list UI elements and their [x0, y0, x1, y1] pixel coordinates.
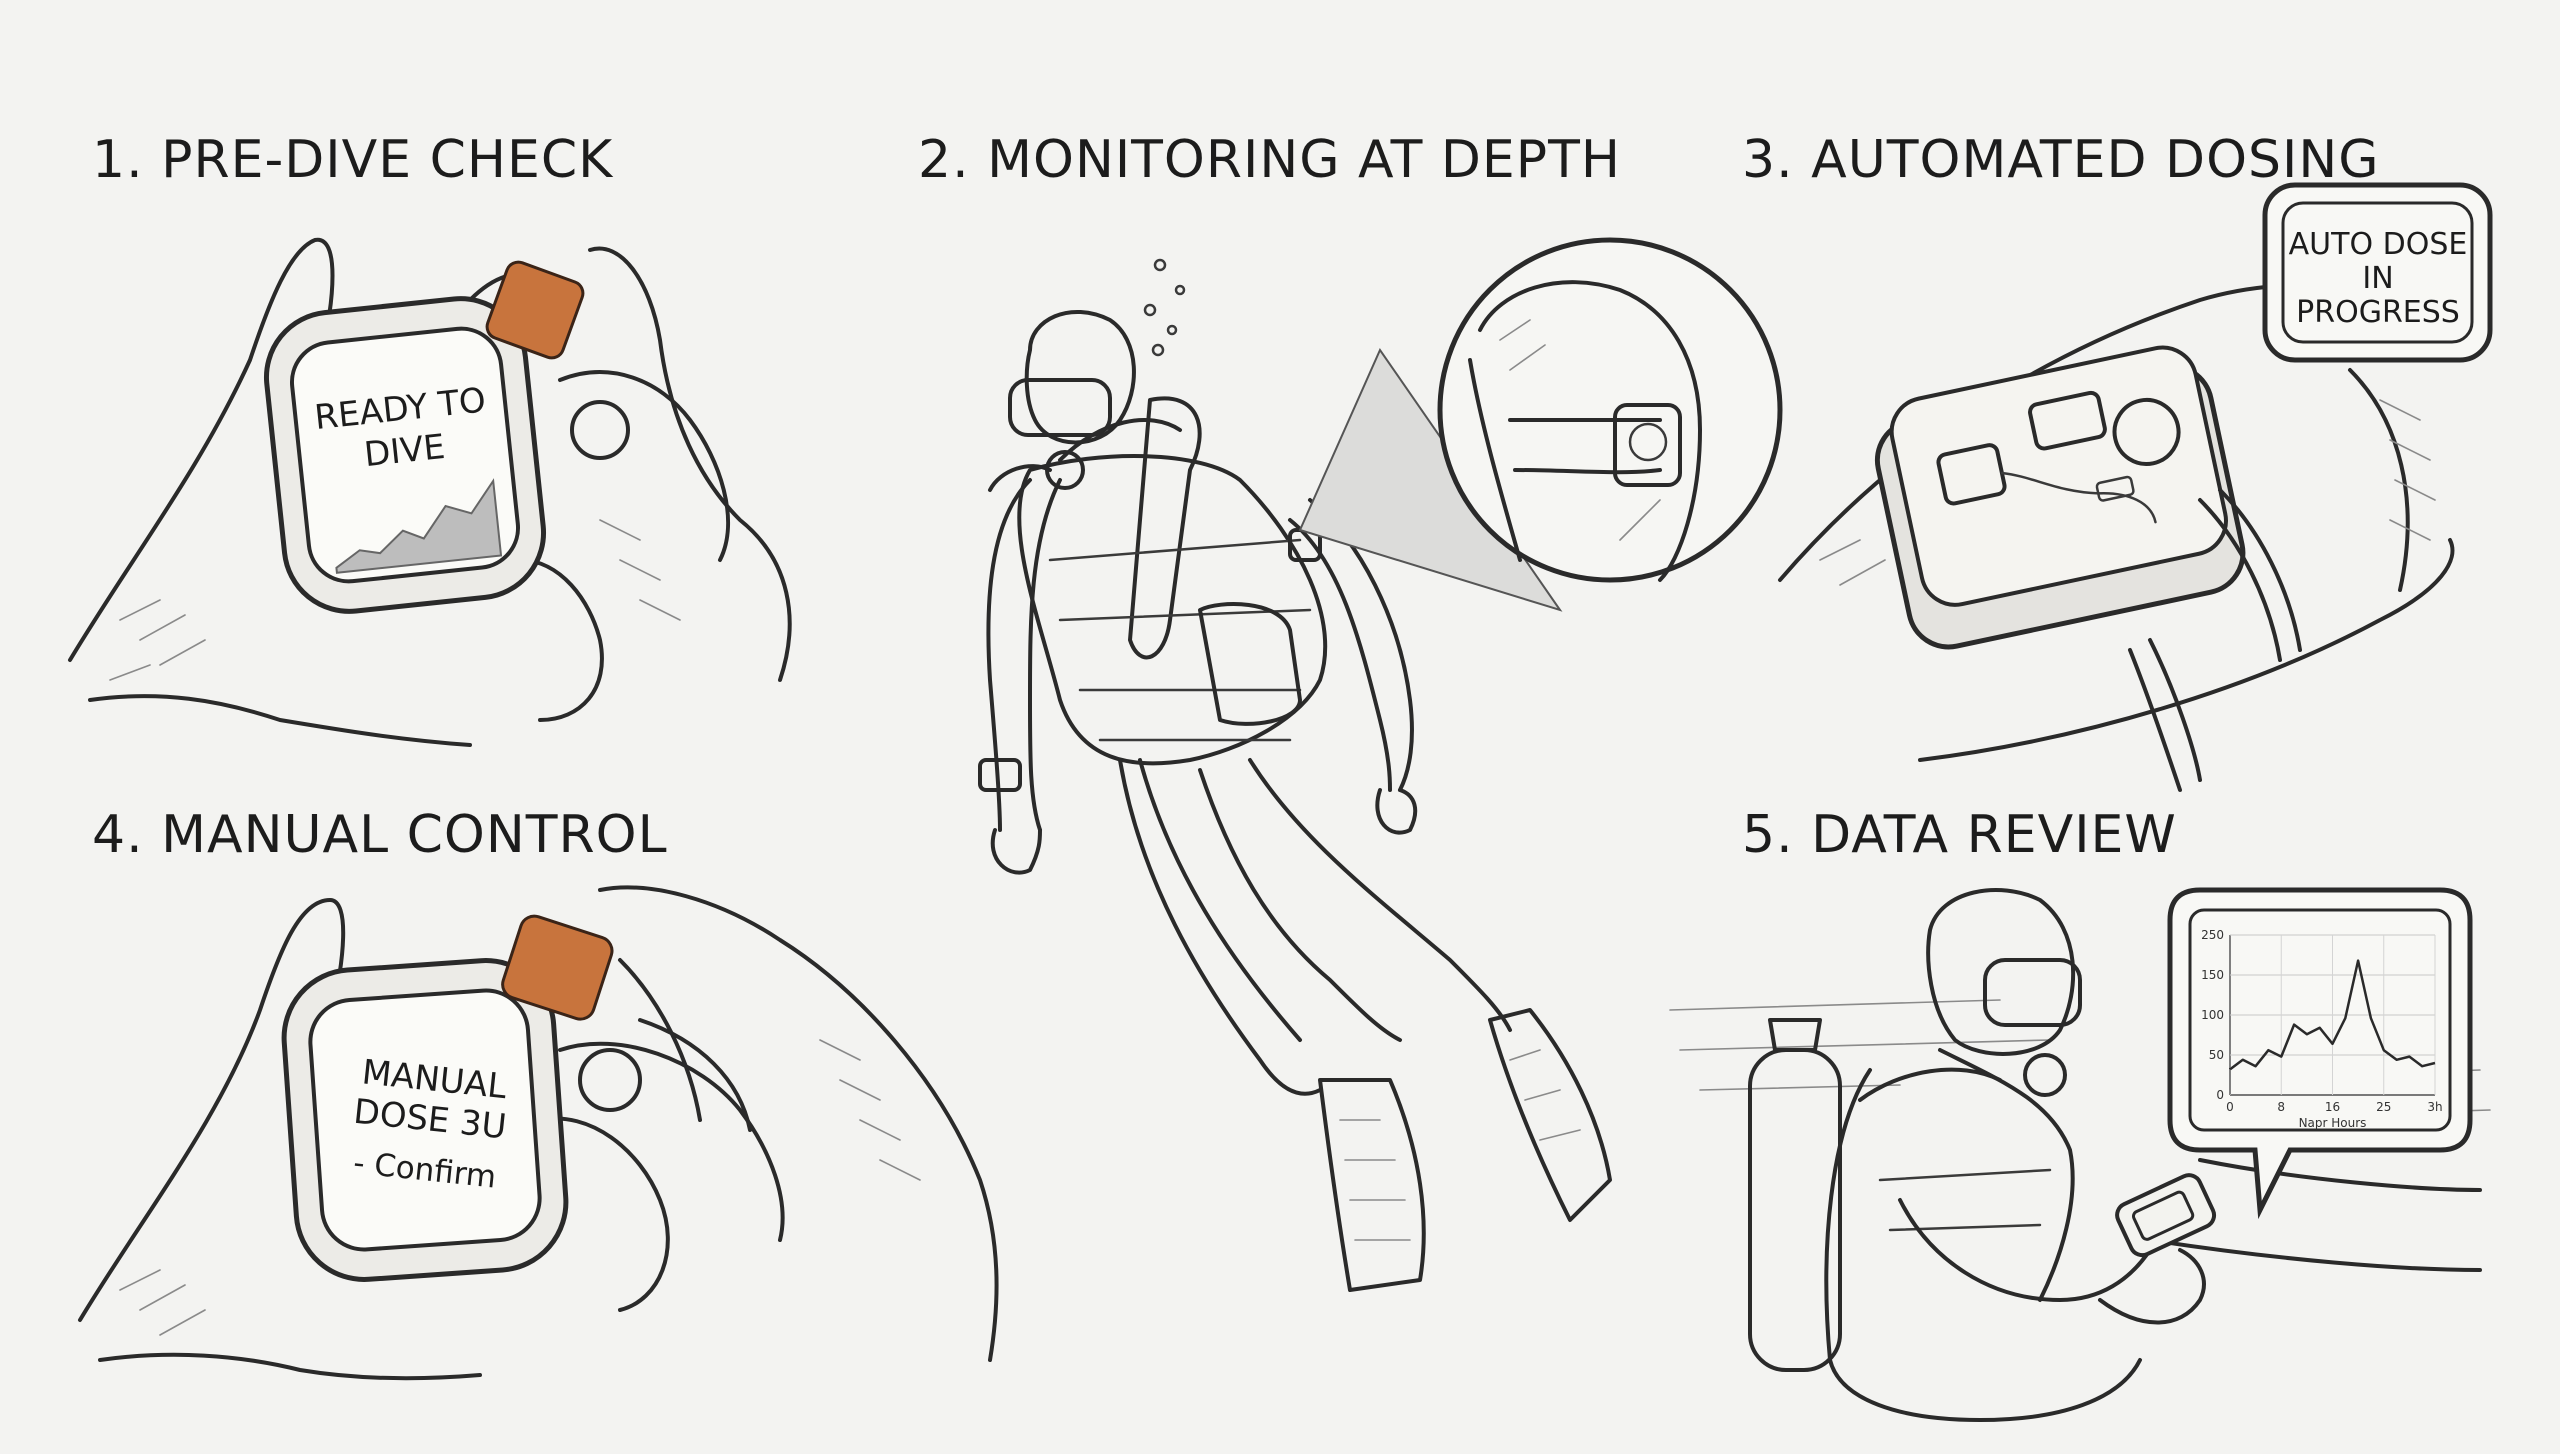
panel-title-manual-control: 4. MANUAL CONTROL — [92, 805, 668, 865]
watch-screen-manual — [308, 988, 542, 1252]
insulin-pump-device — [1874, 345, 2246, 650]
chart-x-tick-label: 0 — [2226, 1100, 2234, 1114]
side-button-manual-icon — [578, 1048, 642, 1112]
wrist-computer-icon — [978, 758, 1022, 792]
panel-manual-control-illustration: MANUAL DOSE 3U - Confirm — [78, 885, 999, 1381]
chart-x-tick-label: 8 — [2277, 1100, 2285, 1114]
auto-dose-line-3: PROGRESS — [2296, 295, 2460, 330]
diver-mask-icon — [1983, 958, 2082, 1027]
auto-dose-line-2: IN — [2362, 261, 2393, 296]
fin-left-icon — [1318, 1078, 1426, 1292]
panel-title-monitoring-at-depth: 2. MONITORING AT DEPTH — [918, 130, 1622, 190]
handheld-reader-icon — [2115, 1173, 2217, 1258]
arm-closeup — [1468, 280, 1702, 582]
panel-monitoring-illustration — [978, 237, 1783, 1292]
chart-series-line — [2229, 959, 2436, 1071]
chart-x-axis-label: Napr Hours — [2299, 1116, 2367, 1130]
panel-title-pre-dive-check: 1. PRE-DIVE CHECK — [92, 130, 614, 190]
panel-title-data-review: 5. DATA REVIEW — [1742, 805, 2177, 865]
auto-dose-status-box — [2262, 182, 2493, 363]
chart-frame — [2188, 908, 2452, 1132]
screen-line-dive: DIVE — [362, 427, 447, 475]
panel-pre-dive-check-illustration: READY TO DIVE — [68, 237, 792, 747]
dial-icon — [2112, 397, 2181, 466]
fin-right-icon — [1488, 1008, 1612, 1222]
chip-icon — [2028, 390, 2107, 451]
chart-y-tick-label: 150 — [2201, 968, 2224, 982]
panel-automated-dosing-illustration: AUTO DOSE IN PROGRESS — [1778, 182, 2493, 792]
copper-crown-icon — [485, 260, 585, 360]
chart-x-tick-label: 25 — [2376, 1100, 2391, 1114]
mini-graph-icon — [335, 478, 503, 574]
chart-y-tick-label: 100 — [2201, 1008, 2224, 1022]
chart-y-tick-label: 0 — [2216, 1088, 2224, 1102]
reservoir-icon — [1936, 443, 2007, 506]
sensor-pod-icon — [1613, 403, 1682, 487]
copper-crown-manual-icon — [501, 914, 614, 1021]
chart-y-tick-label: 250 — [2201, 928, 2224, 942]
diver-figure — [978, 309, 1612, 1292]
auto-dose-line-1: AUTO DOSE — [2289, 227, 2468, 262]
side-button-icon — [570, 400, 630, 460]
chart-x-tick-label: 3h — [2427, 1100, 2442, 1114]
chart-y-tick-label: 50 — [2209, 1048, 2224, 1062]
chart-x-tick-label: 16 — [2325, 1100, 2340, 1114]
panel-title-automated-dosing: 3. AUTOMATED DOSING — [1742, 130, 2380, 190]
bubbles-icon — [1143, 258, 1186, 357]
magnifier-circle — [1437, 237, 1783, 583]
